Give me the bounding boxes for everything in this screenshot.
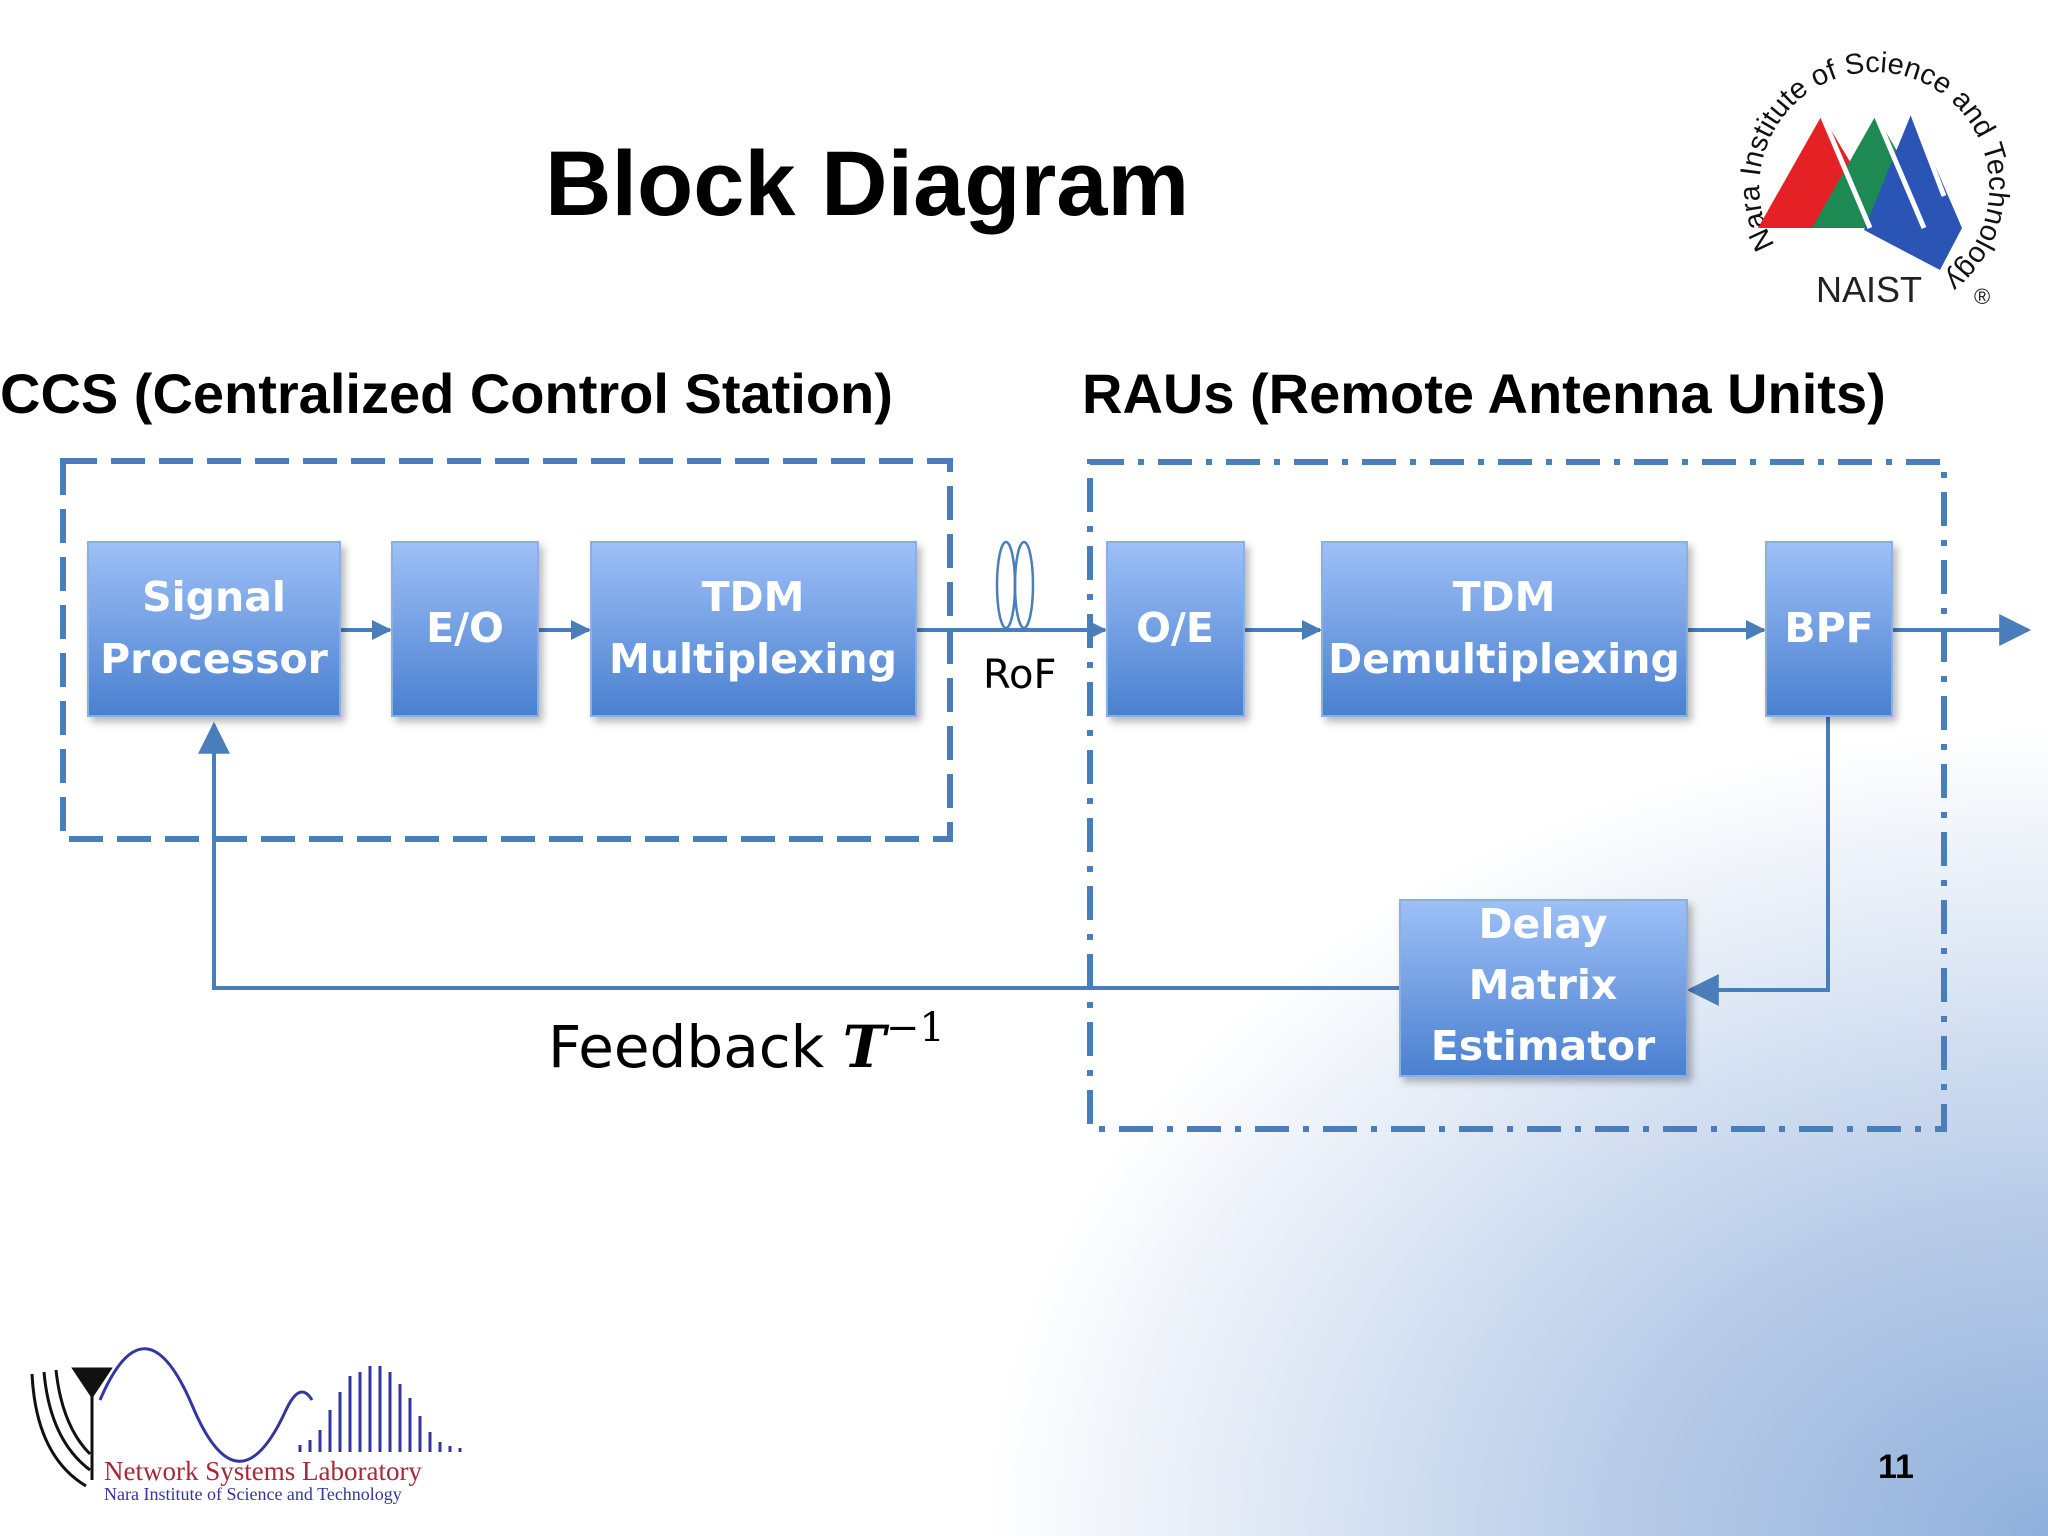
oe-block: O/E (1106, 541, 1245, 717)
oe-label: O/E (1136, 604, 1214, 652)
estimator-line2: Matrix (1469, 961, 1618, 1009)
antenna-icon (30, 1367, 113, 1488)
sine-wave-icon (98, 1347, 314, 1463)
page-number: 11 (1878, 1448, 1914, 1486)
naist-peak-blue-icon (1864, 112, 1962, 270)
tdm-demux-line2: Demultiplexing (1328, 635, 1680, 683)
signal-processor-line1: Signal (142, 573, 286, 621)
eo-label: E/O (426, 604, 504, 652)
rau-heading: RAUs (Remote Antenna Units) (1082, 362, 1886, 425)
naist-wordmark: NAIST (1816, 269, 1922, 310)
tdm-mux-line2: Multiplexing (609, 635, 897, 683)
feedback-path (198, 721, 1400, 990)
tdm-mux-line1: TDM (702, 573, 805, 621)
estimator-line3: Estimator (1431, 1022, 1656, 1070)
signal-processor-block: Signal Processor (87, 541, 341, 717)
bpf-block: BPF (1765, 541, 1893, 717)
lab-name: Network Systems Laboratory (104, 1456, 422, 1486)
naist-registered-mark: ® (1974, 284, 1990, 309)
rau-container (1087, 459, 1947, 1132)
tdm-demultiplexing-block: TDM Demultiplexing (1321, 541, 1688, 717)
bpf-label: BPF (1784, 604, 1873, 652)
nsl-logo: Network Systems Laboratory Nara Institut… (30, 1347, 462, 1504)
lab-institute: Nara Institute of Science and Technology (104, 1484, 402, 1504)
tdm-multiplexing-block: TDM Multiplexing (590, 541, 917, 717)
ccs-container (60, 458, 953, 842)
signal-bars-icon (298, 1366, 462, 1452)
estimator-line1: Delay (1478, 900, 1607, 948)
delay-matrix-estimator-block: Delay Matrix Estimator (1399, 899, 1688, 1077)
eo-block: E/O (391, 541, 539, 717)
signal-processor-line2: Processor (100, 635, 329, 683)
connector-bpf-estimator (1686, 716, 1830, 1006)
fiber-coil-icon (995, 540, 1035, 630)
slide-title: Block Diagram (545, 133, 1190, 235)
naist-logo: Nara Institute of Science and Technology… (1734, 47, 2014, 310)
rof-label: RoF (983, 652, 1056, 698)
feedback-label: Feedback T−1 (548, 1005, 945, 1081)
ccs-heading: CCS (Centralized Control Station) (0, 362, 893, 425)
tdm-demux-line1: TDM (1453, 573, 1556, 621)
